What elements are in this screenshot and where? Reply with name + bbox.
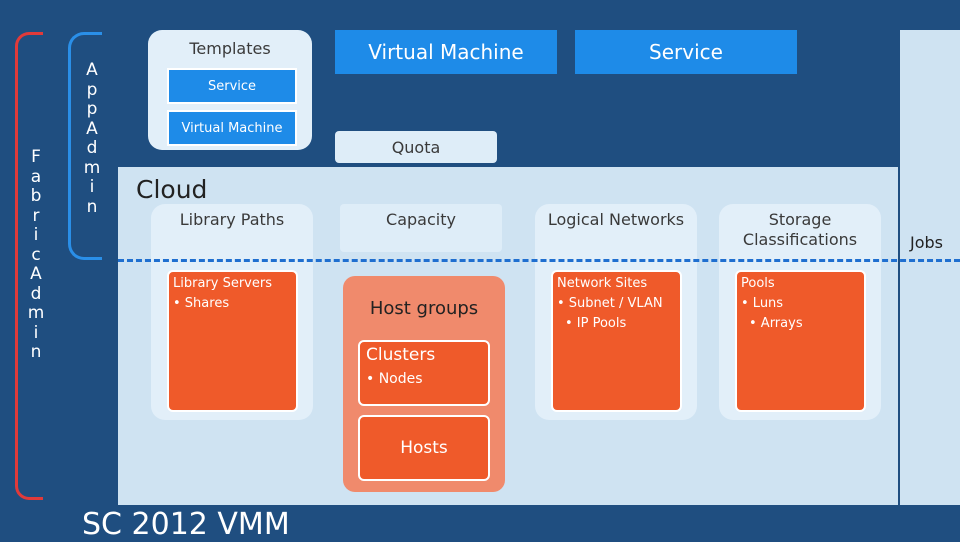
pools-title: Pools (741, 276, 775, 291)
virtual-machine-box: Virtual Machine (335, 30, 557, 74)
service-box: Service (575, 30, 797, 74)
nodes-item: • Nodes (366, 371, 423, 387)
footer-title: SC 2012 VMM (82, 507, 290, 542)
luns-item: • Luns (741, 296, 784, 311)
storage-classifications-title: Storage Classifications (742, 210, 858, 249)
capacity-box: Capacity (340, 204, 502, 252)
logical-networks-title: Logical Networks (547, 210, 685, 229)
library-servers-box: Library Servers • Shares (167, 270, 298, 412)
jobs-label: Jobs (910, 233, 943, 252)
cloud-title: Cloud (136, 175, 208, 204)
admin-divider-line (118, 259, 960, 262)
clusters-title: Clusters (366, 345, 436, 365)
network-sites-title: Network Sites (557, 276, 648, 291)
host-groups-title: Host groups (369, 298, 479, 319)
jobs-column (898, 30, 960, 505)
fabric-admin-bracket (15, 32, 43, 500)
app-admin-label: A p p A d m i n (83, 60, 101, 217)
pools-box: Pools • Luns • Arrays (735, 270, 866, 412)
arrays-item: • Arrays (749, 316, 803, 331)
template-virtual-machine: Virtual Machine (167, 110, 297, 146)
network-sites-box: Network Sites • Subnet / VLAN • IP Pools (551, 270, 682, 412)
library-paths-title: Library Paths (179, 210, 285, 229)
capacity-title: Capacity (386, 210, 456, 229)
templates-title: Templates (189, 39, 271, 58)
hosts-box: Hosts (358, 415, 490, 481)
app-admin-bracket (68, 32, 102, 260)
quota-box: Quota (335, 131, 497, 163)
library-shares-item: • Shares (173, 296, 230, 311)
fabric-admin-label: F a b r i c A d m i n (27, 147, 45, 362)
template-service: Service (167, 68, 297, 104)
ip-pools-item: • IP Pools (565, 316, 627, 331)
subnet-vlan-item: • Subnet / VLAN (557, 296, 663, 311)
library-servers-title: Library Servers (173, 276, 272, 291)
clusters-box: Clusters • Nodes (358, 340, 490, 406)
